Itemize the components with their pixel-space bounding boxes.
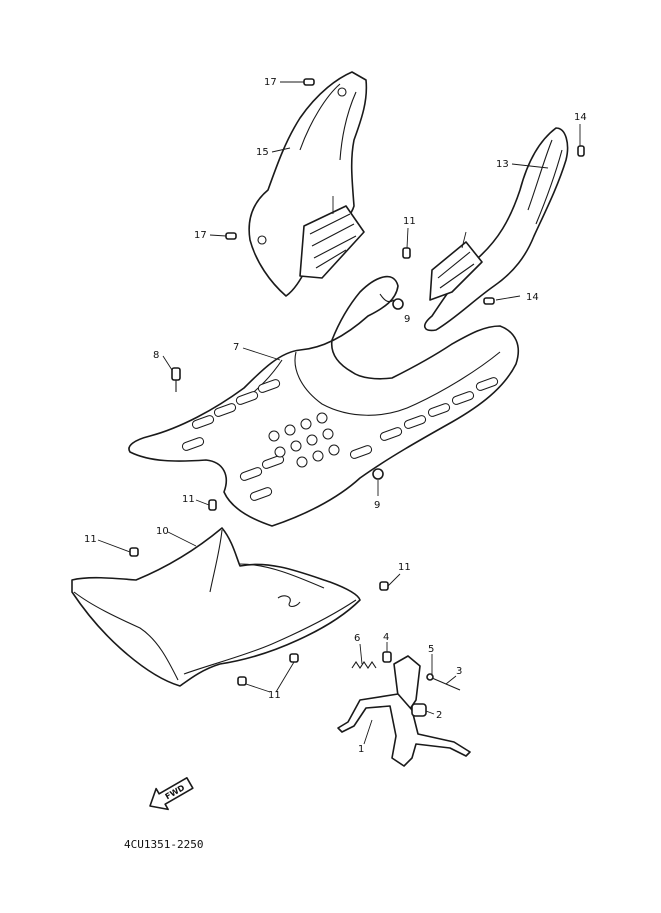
- forward-arrow-icon: FWD: [149, 777, 194, 811]
- callout-7: 7: [233, 342, 239, 353]
- rubber-pad-right-part: [429, 241, 483, 301]
- callout-2: 2: [436, 710, 442, 721]
- callout-4: 4: [383, 632, 389, 643]
- callout-11b: 11: [182, 494, 195, 505]
- callout-16b: 17: [194, 230, 207, 241]
- leader-lines: [97, 81, 581, 745]
- callout-9a: 9: [404, 314, 410, 325]
- callout-9b: 9: [374, 500, 380, 511]
- callout-3: 3: [456, 666, 462, 677]
- callout-16a: 17: [264, 77, 277, 88]
- callout-11c: 11: [84, 534, 97, 545]
- side-cover-left-part: [248, 71, 368, 297]
- callout-15: 15: [256, 147, 269, 158]
- callout-5: 5: [428, 644, 434, 655]
- callout-11a: 11: [403, 216, 416, 227]
- callout-8: 8: [153, 350, 159, 361]
- diagram-code: 4CU1351-2250: [124, 838, 203, 851]
- callout-14b: 14: [526, 292, 539, 303]
- footrest-slots: [181, 377, 499, 501]
- rubber-pad-left-part: [299, 205, 365, 279]
- callout-11d: 11: [398, 562, 411, 573]
- callout-1: 1: [358, 744, 364, 755]
- callout-10: 10: [156, 526, 169, 537]
- center-stand-part: [337, 655, 471, 767]
- callout-labels: 17 15 17 13 14 14 11 9 7 8 9 11 10 11 11…: [84, 77, 587, 755]
- callout-6: 6: [354, 633, 360, 644]
- fasteners: [129, 78, 585, 717]
- footrest-board-part: [128, 275, 520, 527]
- under-cover-part: [71, 527, 361, 687]
- callout-14a: 14: [574, 112, 587, 123]
- callout-13: 13: [496, 159, 509, 170]
- callout-11e: 11: [268, 690, 281, 701]
